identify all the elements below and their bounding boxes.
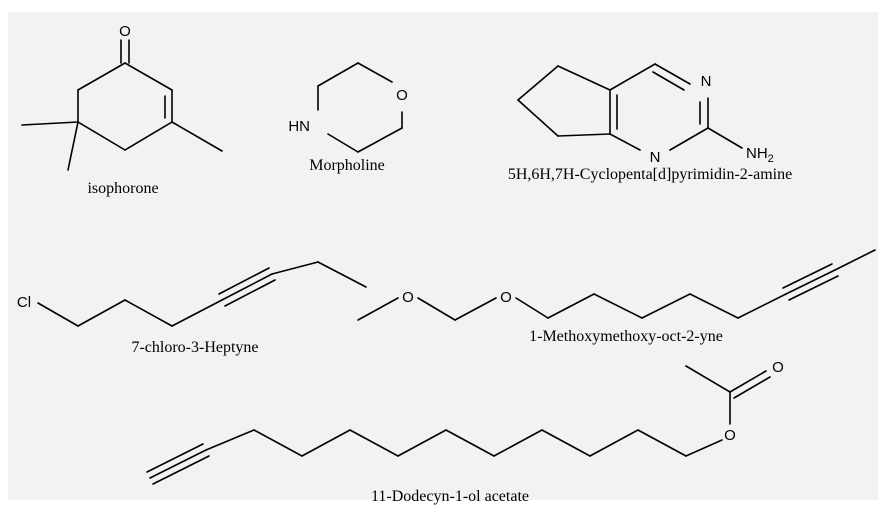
carbonyl-oxygen-label: O (772, 359, 784, 376)
isophorone-structure: O isophorone (21, 23, 223, 197)
chloroheptyne-structure: Cl 7-chloro-3-Heptyne (17, 261, 367, 356)
dodecynol-structure: O O 11-Dodecyn-1-ol acetate (146, 359, 784, 505)
cyclopentapyrimidine-structure: N N NH2 5H,6H,7H-Cyclopenta[d]pyrimidin-… (508, 63, 792, 183)
isophorone-oxygen-label: O (119, 23, 131, 40)
chlorine-label: Cl (17, 294, 31, 311)
chloroheptyne-name: 7-chloro-3-Heptyne (131, 339, 258, 356)
pyrimidine-n1-label: N (650, 149, 661, 166)
isophorone-name: isophorone (87, 180, 158, 197)
morpholine-name: Morpholine (309, 157, 385, 174)
dodecynol-name: 11-Dodecyn-1-ol acetate (371, 488, 529, 505)
morpholine-oxygen-label: O (396, 87, 408, 104)
ester-oxygen-label: O (724, 427, 736, 444)
methoxymethoxy-name: 1-Methoxymethoxy-oct-2-yne (529, 328, 723, 345)
ether-oxygen-2-label: O (500, 289, 512, 306)
morpholine-structure: O HN Morpholine (288, 62, 408, 174)
cyclopentapyrimidine-name: 5H,6H,7H-Cyclopenta[d]pyrimidin-2-amine (508, 166, 792, 183)
amine-label: NH2 (746, 145, 774, 165)
methoxymethoxy-structure: O O 1-Methoxymethoxy-oct-2-yne (357, 249, 876, 345)
ether-oxygen-1-label: O (402, 289, 414, 306)
figure-panel (8, 12, 878, 500)
pyrimidine-n3-label: N (701, 73, 712, 90)
morpholine-nh-label: HN (288, 118, 310, 135)
